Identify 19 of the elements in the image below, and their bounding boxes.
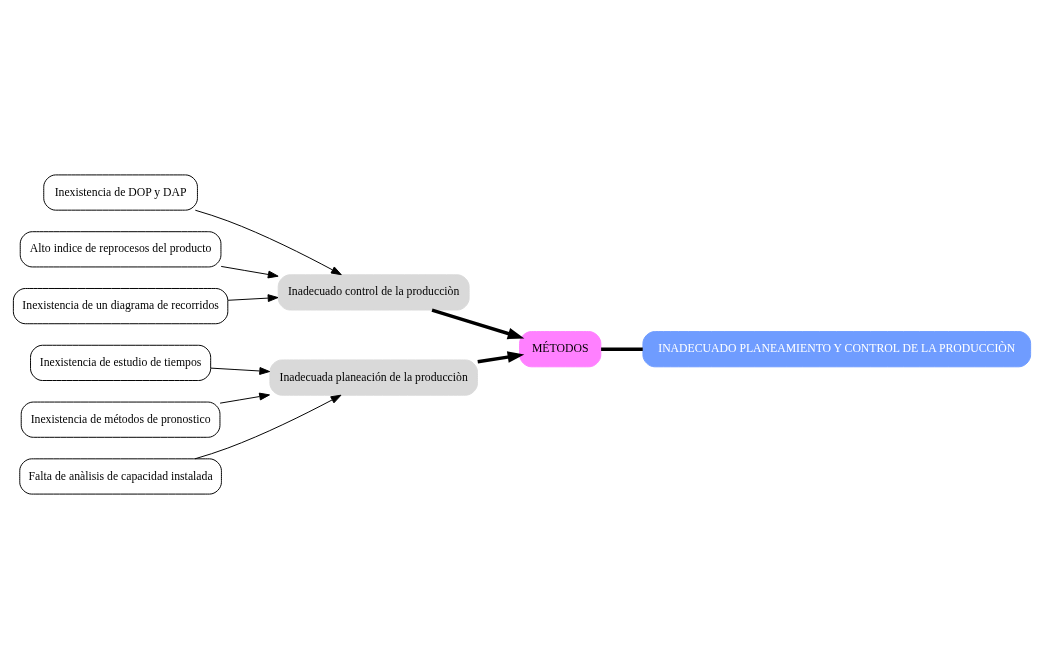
node-box: Inexistencia de estudio de tiempos [30,344,212,381]
arrow [431,308,525,340]
node-box: INADECUADO PLANEAMIENTO Y CONTROL DE LA PRODUCCIÒN [642,331,1032,368]
arrow [227,294,279,302]
arrow [477,351,525,364]
node-box: Alto indice de reprocesos del producto [19,231,222,268]
arrow [194,209,342,276]
node-box: MÉTODOS [519,331,602,368]
node-box: Inexistencia de métodos de pronostico [20,401,221,438]
arrow [210,367,271,375]
node-box: Inadecuada planeación de la producciòn [269,359,478,396]
node-box: Inexistencia de un diagrama de recorridos [12,288,229,325]
node-box: Inexistencia de DOP y DAP [43,174,198,211]
arrow [194,394,342,460]
arrow [219,392,270,404]
node-box: Inadecuado control de la producciòn [277,274,470,311]
node-box: Falta de anàlisis de capacidad instalada [19,458,222,495]
arrow [220,265,279,279]
connector [601,347,643,351]
